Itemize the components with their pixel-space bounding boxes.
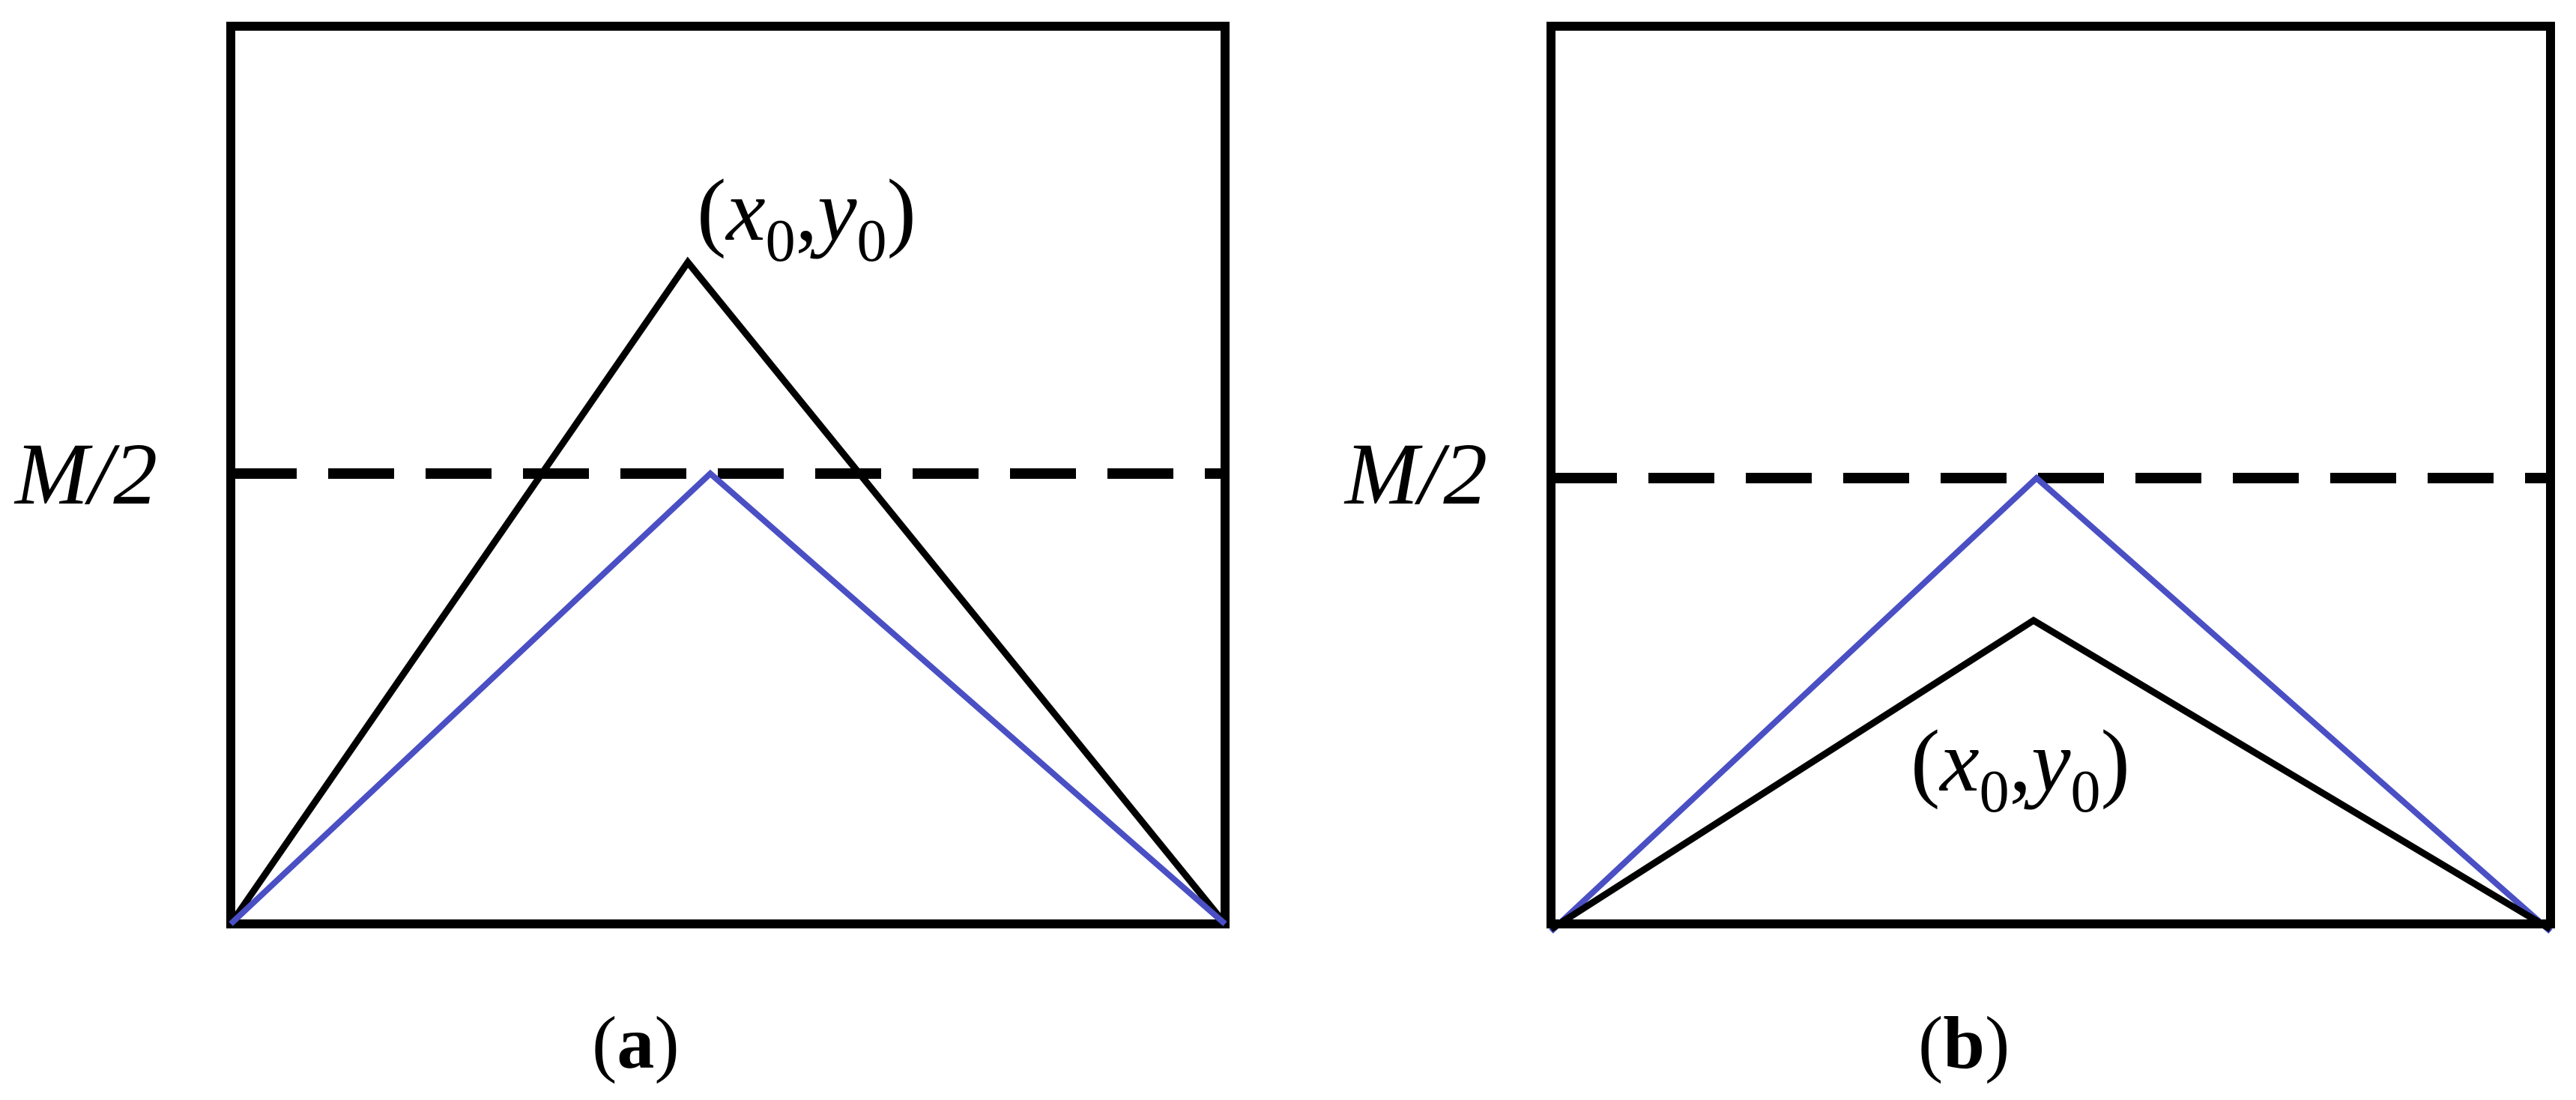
panel-a-point-x-sub: 0 bbox=[766, 208, 796, 274]
panel-b-point-y: y bbox=[2024, 712, 2071, 810]
panel-b-point-label: (x0,y0) bbox=[1911, 712, 2130, 825]
panel-a-blue-path bbox=[229, 469, 1227, 927]
panel-b-point-y-sub: 0 bbox=[2071, 759, 2101, 825]
panel-a-black-path bbox=[228, 256, 1228, 926]
panel-a-point-x: x bbox=[725, 161, 765, 259]
panel-b-caption: (b) bbox=[1918, 1001, 2010, 1084]
panel-b-threshold-label: M/2 bbox=[1343, 425, 1487, 523]
panel-b-point-x-sub: 0 bbox=[1980, 759, 2010, 825]
panel-a-caption: (a) bbox=[592, 1001, 680, 1084]
panel-a-point-open: ( bbox=[697, 161, 726, 259]
panel-a: M/2 (x0,y0) (a) bbox=[13, 22, 1230, 1084]
panel-a-caption-close: ) bbox=[654, 1001, 679, 1084]
panel-b: M/2 (x0,y0) (b) bbox=[1343, 22, 2555, 1084]
panel-b-caption-letter: b bbox=[1943, 1001, 1985, 1084]
panel-b-black-path bbox=[1549, 616, 2553, 932]
panel-a-threshold-label: M/2 bbox=[13, 425, 157, 523]
panel-a-caption-open: ( bbox=[592, 1001, 617, 1084]
panel-a-point-y: y bbox=[810, 161, 857, 259]
panel-a-point-y-sub: 0 bbox=[857, 208, 887, 274]
panel-a-point-comma: , bbox=[796, 161, 818, 259]
panel-b-point-open: ( bbox=[1911, 712, 1940, 810]
panel-b-caption-open: ( bbox=[1918, 1001, 1943, 1084]
panel-b-point-comma: , bbox=[2010, 712, 2032, 810]
panel-b-blue-path bbox=[1549, 474, 2553, 934]
panel-a-point-label: (x0,y0) bbox=[697, 161, 916, 274]
panel-b-point-x: x bbox=[1938, 712, 1979, 810]
panel-b-caption-close: ) bbox=[1985, 1001, 2010, 1084]
panel-b-point-close: ) bbox=[2101, 712, 2130, 810]
panel-a-caption-letter: a bbox=[617, 1001, 654, 1084]
panel-a-point-close: ) bbox=[887, 161, 916, 259]
